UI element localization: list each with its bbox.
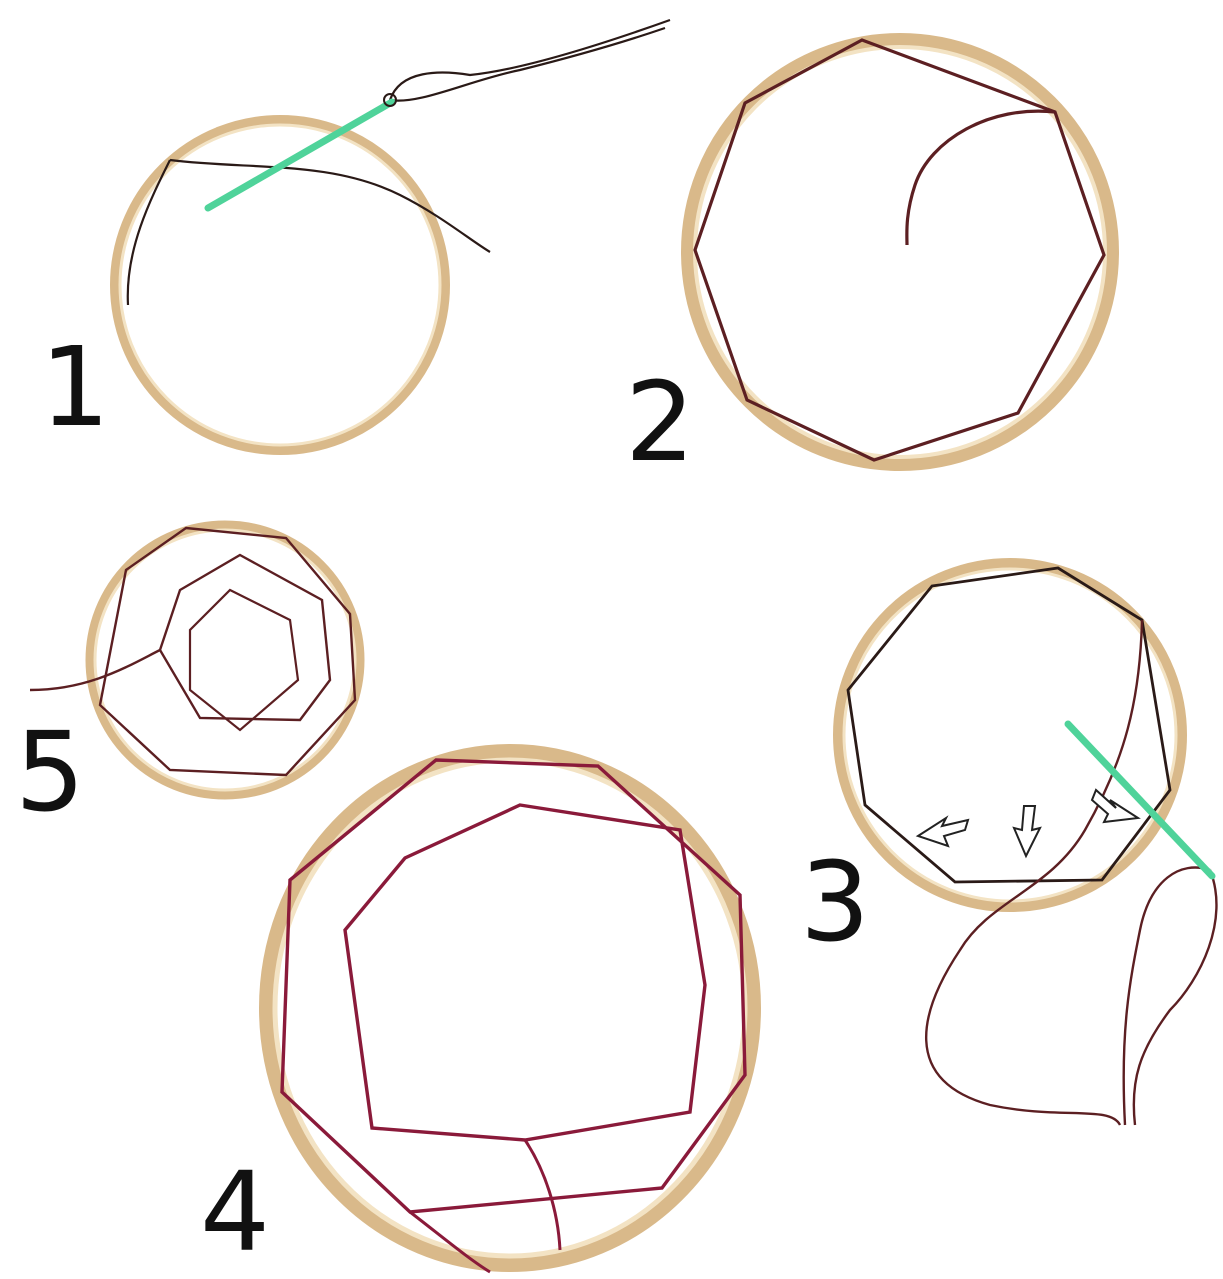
step-2-label: 2	[625, 358, 695, 486]
step-4-label: 4	[200, 1148, 270, 1276]
step-3-label: 3	[800, 838, 870, 966]
step-1-label: 1	[40, 323, 110, 451]
step-5-label: 5	[15, 708, 85, 836]
